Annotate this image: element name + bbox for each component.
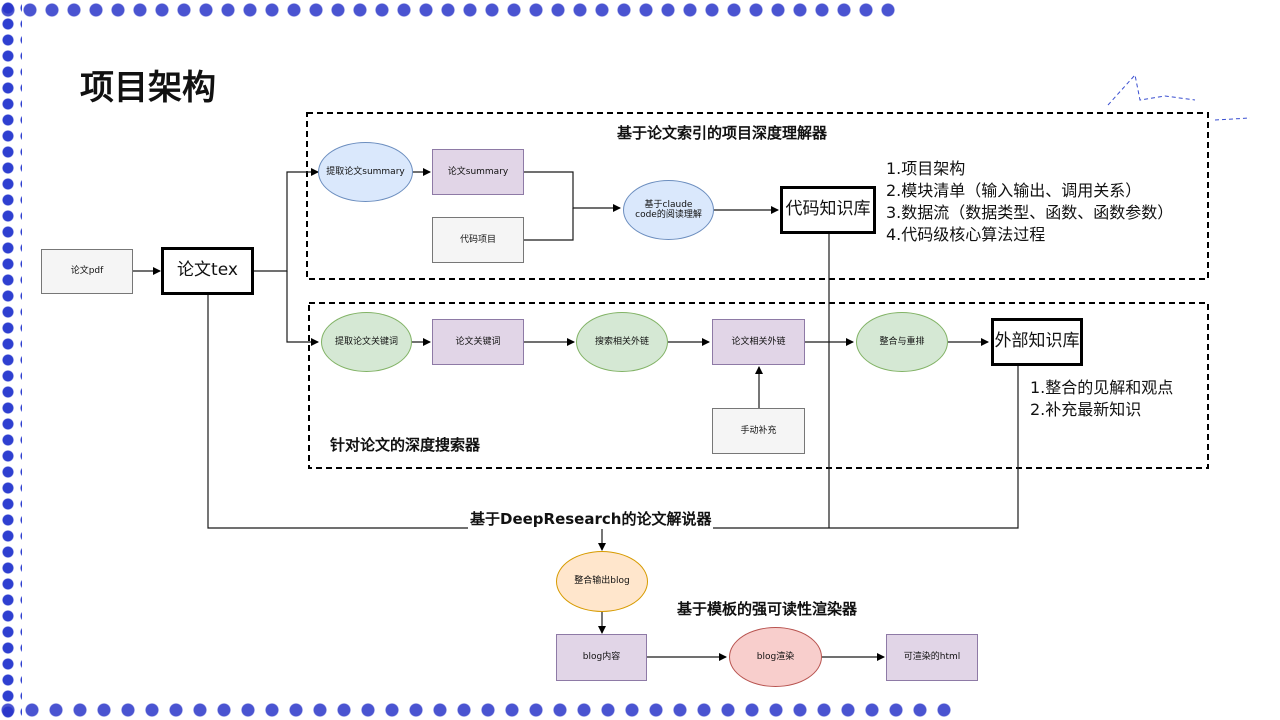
paper-tex-node: 论文tex xyxy=(161,247,254,295)
extract-keywords-node: 提取论文关键词 xyxy=(321,312,412,372)
extract-summary-node: 提取论文summary xyxy=(318,142,413,202)
blog-render-node: blog渲染 xyxy=(729,627,822,687)
page-title: 项目架构 xyxy=(80,68,216,108)
search-links-node: 搜索相关外链 xyxy=(576,312,668,372)
paper-summary-node: 论文summary xyxy=(432,149,524,195)
external-kb-note-1: 1.整合的见解和观点 xyxy=(1030,378,1174,397)
paper-pdf-node: 论文pdf xyxy=(41,249,133,294)
paper-keywords-node: 论文关键词 xyxy=(432,319,524,365)
code-kb-note-4: 4.代码级核心算法过程 xyxy=(886,225,1046,244)
merge-rerank-node: 整合与重排 xyxy=(856,312,948,372)
code-kb-notes: 1.项目架构 2.模块清单（输入输出、调用关系） 3.数据流（数据类型、函数、函… xyxy=(886,158,1173,246)
claude-read-node: 基于claude code的阅读理解 xyxy=(623,180,714,240)
renderer-section-label: 基于模板的强可读性渲染器 xyxy=(677,600,858,618)
merge-blog-node: 整合输出blog xyxy=(556,551,648,612)
external-kb-notes: 1.整合的见解和观点 2.补充最新知识 xyxy=(1030,377,1173,421)
code-kb-note-3: 3.数据流（数据类型、函数、函数参数） xyxy=(886,203,1174,222)
search-section-label: 针对论文的深度搜索器 xyxy=(330,436,481,454)
paper-links-node: 论文相关外链 xyxy=(712,319,805,365)
corner-sketch-decoration xyxy=(1107,73,1251,121)
understanding-container xyxy=(306,112,1209,280)
code-kb-note-1: 1.项目架构 xyxy=(886,159,966,178)
code-kb-note-2: 2.模块清单（输入输出、调用关系） xyxy=(886,181,1142,200)
blog-content-node: blog内容 xyxy=(556,634,647,681)
external-kb-node: 外部知识库 xyxy=(991,318,1083,366)
bottom-dot-decoration xyxy=(0,698,960,720)
left-dot-decoration xyxy=(0,0,22,720)
external-kb-note-2: 2.补充最新知识 xyxy=(1030,400,1142,419)
explainer-section-label: 基于DeepResearch的论文解说器 xyxy=(468,508,714,529)
top-dot-decoration xyxy=(0,0,900,22)
renderable-html-node: 可渲染的html xyxy=(886,634,978,681)
manual-add-node: 手动补充 xyxy=(712,408,805,454)
code-project-node: 代码项目 xyxy=(432,217,524,263)
understanding-section-label: 基于论文索引的项目深度理解器 xyxy=(617,124,828,142)
code-kb-node: 代码知识库 xyxy=(780,186,876,234)
search-container xyxy=(308,302,1209,469)
